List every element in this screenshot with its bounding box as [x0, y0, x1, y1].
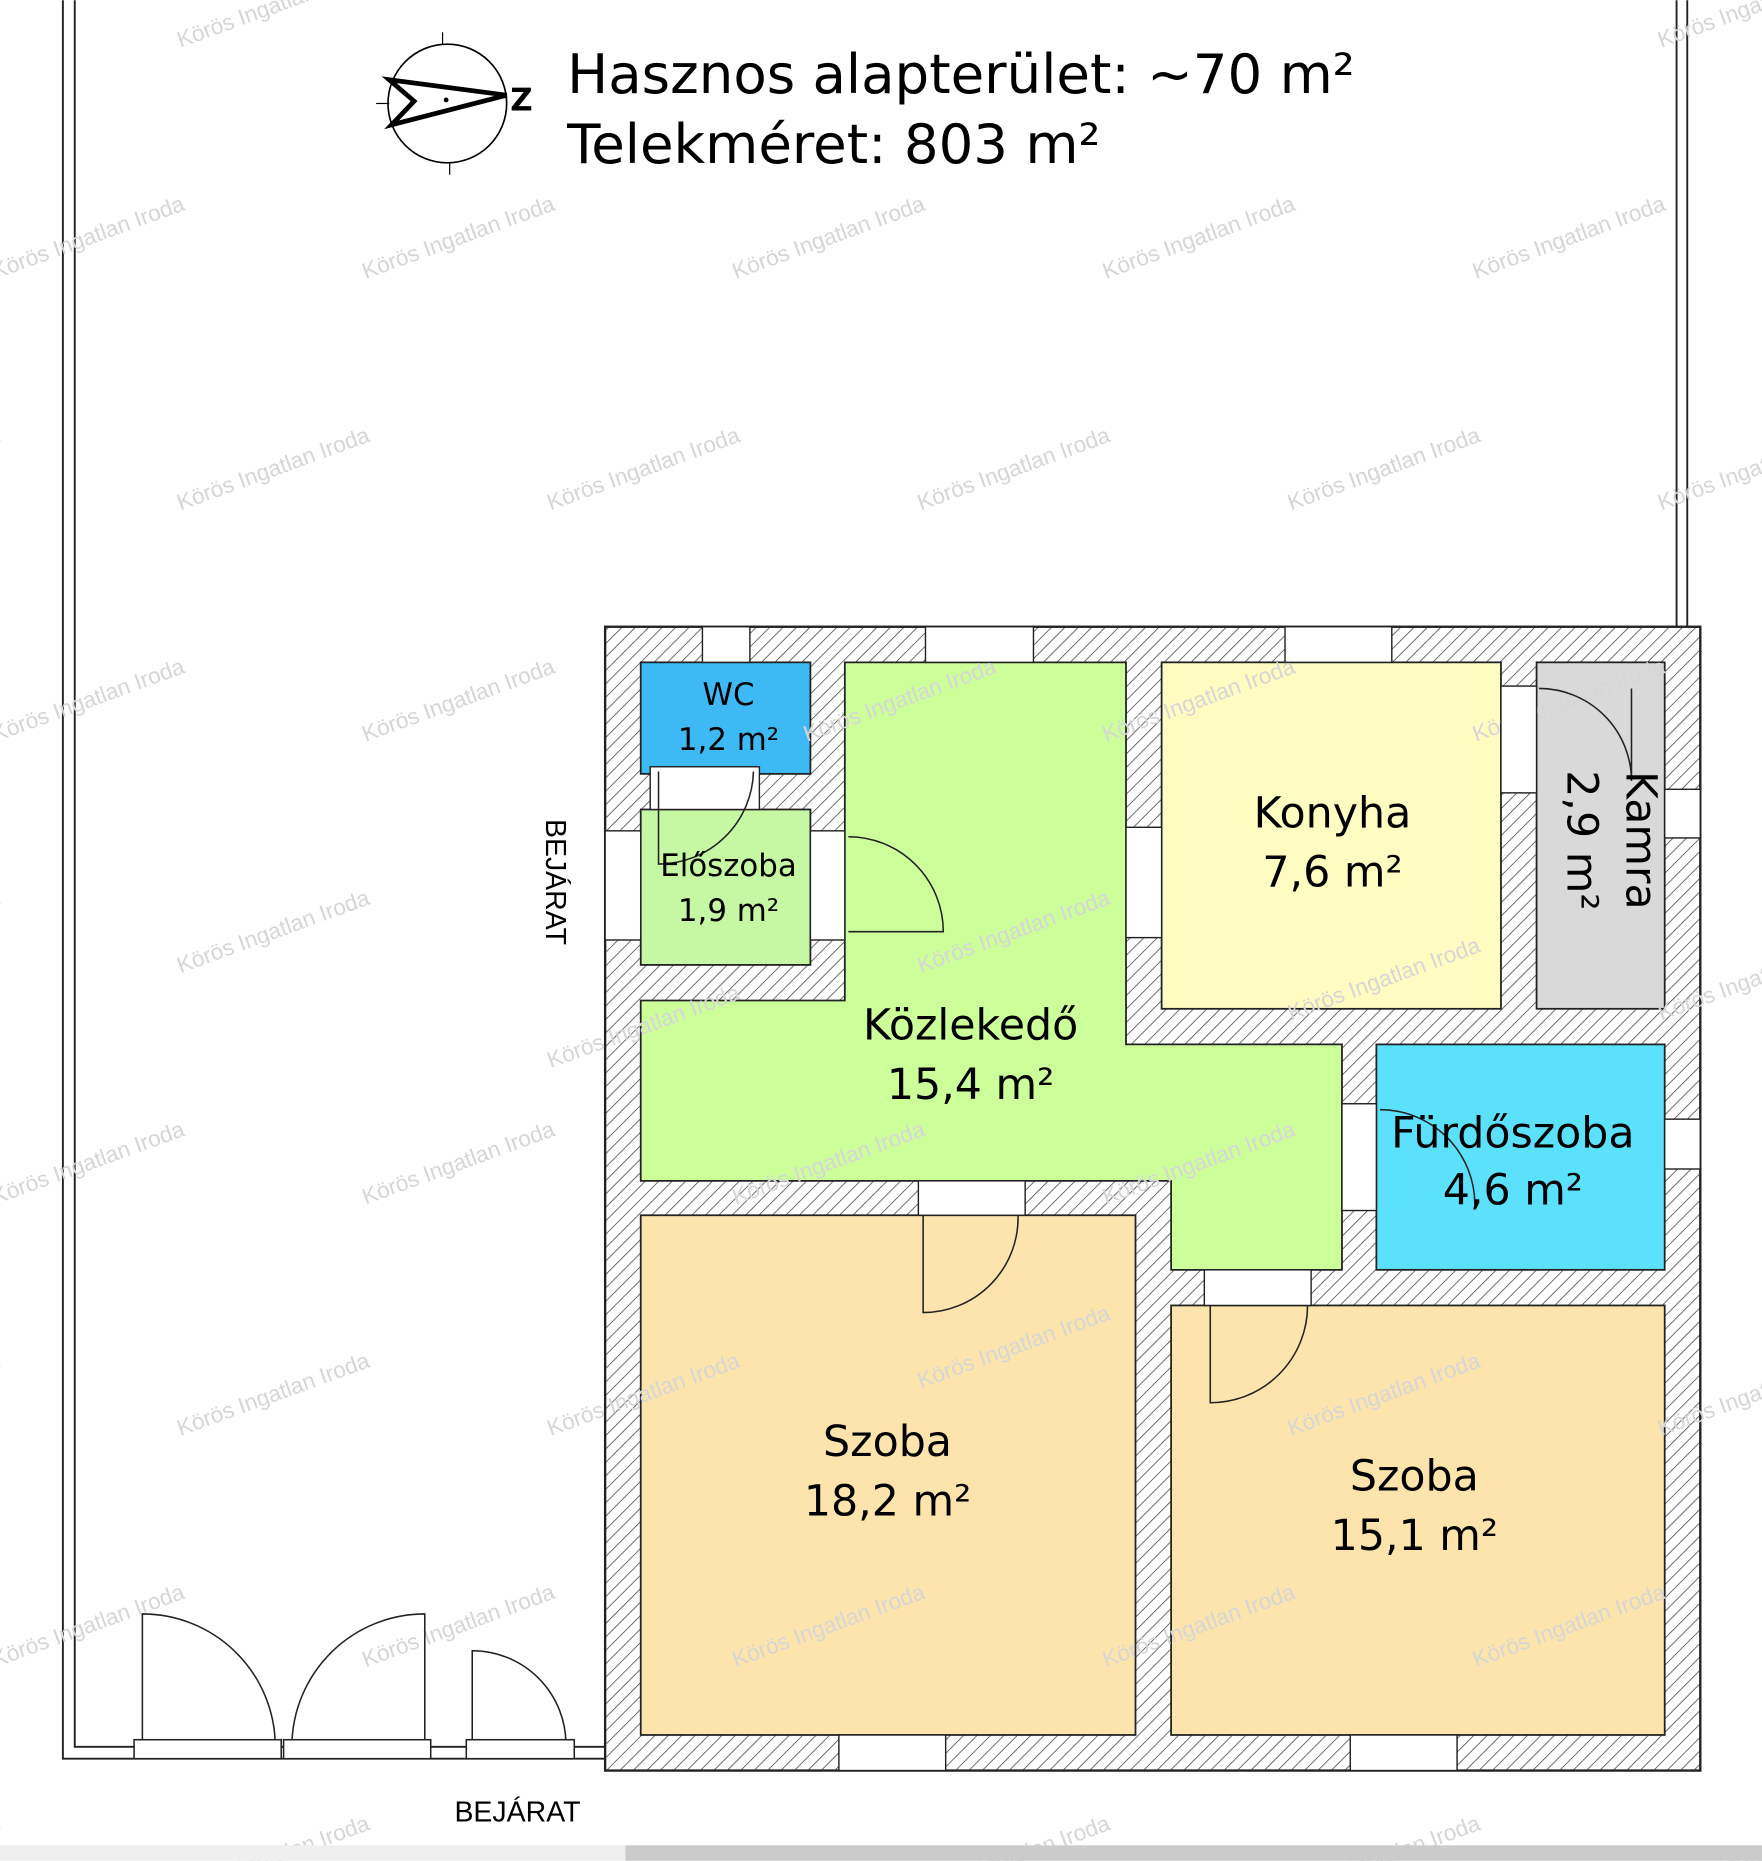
watermark-text: Körös Ingatlan Iroda — [359, 1579, 559, 1672]
konyha-name: Konyha — [1254, 788, 1412, 838]
kamra-area: 2,9 m² — [1556, 770, 1606, 910]
watermark-text: Körös Ingatlan Iroda — [174, 0, 374, 52]
watermark-text: Körös Ingatlan Iroda — [0, 0, 3, 52]
watermark-text: Körös Ingatlan Iroda — [1469, 191, 1669, 284]
watermark-text: Körös Ingatlan Iroda — [359, 191, 559, 284]
bottom-entrance-label: BEJÁRAT — [454, 1797, 580, 1829]
furdoszoba-area: 4,6 m² — [1443, 1166, 1583, 1216]
watermark-text: Körös Ingatlan Iroda — [174, 885, 374, 978]
watermark-text: Körös Ingatlan Iroda — [0, 1348, 3, 1441]
furdoszoba-name: Fürdőszoba — [1391, 1109, 1634, 1159]
watermark-text: Körös Ingatlan Iroda — [359, 653, 559, 746]
watermark-text: Körös Ingatlan Iroda — [544, 0, 744, 5]
watermark-text: Körös Ingatlan Iroda — [1284, 422, 1484, 515]
door-swings — [133, 687, 1633, 1760]
watermark-text: Körös Ingatlan Iroda — [544, 422, 744, 515]
side-entrance-label: BEJÁRAT — [539, 819, 571, 945]
room-szoba-1 — [639, 1214, 1137, 1736]
eloszoba-area: 1,9 m² — [678, 893, 779, 929]
watermark-text: Körös Ingatlan Iroda — [1099, 191, 1299, 284]
watermark-text: Körös Ingatlan Iroda — [174, 1348, 374, 1441]
konyha-area: 7,6 m² — [1262, 848, 1402, 898]
kozlekedo-name: Közlekedő — [863, 1001, 1078, 1051]
compass-letter: Z — [510, 83, 532, 119]
watermark-text: Körös Ingatlan Iroda — [1654, 422, 1762, 515]
room-furdoszoba — [1375, 1043, 1666, 1271]
wc-area: 1,2 m² — [678, 722, 779, 758]
szoba-1-name: Szoba — [823, 1417, 952, 1467]
kozlekedo-area: 15,4 m² — [887, 1060, 1054, 1110]
room-konyha — [1160, 661, 1502, 1010]
compass-icon: Z — [376, 32, 533, 175]
watermark-text: Körös Ingatlan Iroda — [0, 1116, 188, 1209]
room-szoba-2 — [1170, 1304, 1666, 1736]
usable-area-label: Hasznos alapterület: ~70 m² — [567, 42, 1355, 106]
szoba-1-area: 18,2 m² — [804, 1476, 971, 1526]
watermark-text: Körös Ingatlan Iroda — [174, 422, 374, 515]
eloszoba-name: Előszoba — [660, 848, 796, 884]
watermark-text: Körös Ingatlan Iroda — [0, 653, 188, 746]
watermark-text: Körös Ingatlan Iroda — [0, 1579, 188, 1672]
watermark-text: Körös Ingatlan Iroda — [729, 191, 929, 284]
watermark-text: Körös Ingatlan Iroda — [0, 422, 3, 515]
szoba-2-area: 15,1 m² — [1331, 1511, 1498, 1561]
bottom-strip-dark — [625, 1845, 1762, 1861]
watermark-text: Körös Ingatlan Iroda — [0, 885, 3, 978]
room-kamra — [1535, 661, 1666, 1010]
watermark-text: Körös Ingatlan Iroda — [0, 191, 188, 284]
plot-size-label: Telekméret: 803 m² — [566, 112, 1100, 176]
watermark-text: Körös Ingatlan Iroda — [1284, 0, 1484, 5]
kamra-name: Kamra — [1616, 771, 1666, 910]
watermark-text: Körös Ingatlan Iroda — [359, 1116, 559, 1209]
bottom-strip-light — [0, 1845, 626, 1861]
watermark-text: Körös Ingatlan Iroda — [1654, 0, 1762, 52]
watermark-text: Körös Ingatlan Iroda — [914, 422, 1114, 515]
wc-name: WC — [703, 677, 755, 713]
szoba-2-name: Szoba — [1350, 1452, 1479, 1502]
windows — [701, 626, 1702, 1772]
room-eloszoba — [639, 808, 812, 966]
watermark-text: Körös Ingatlan Iroda — [914, 0, 1114, 5]
doors — [604, 685, 1538, 1307]
